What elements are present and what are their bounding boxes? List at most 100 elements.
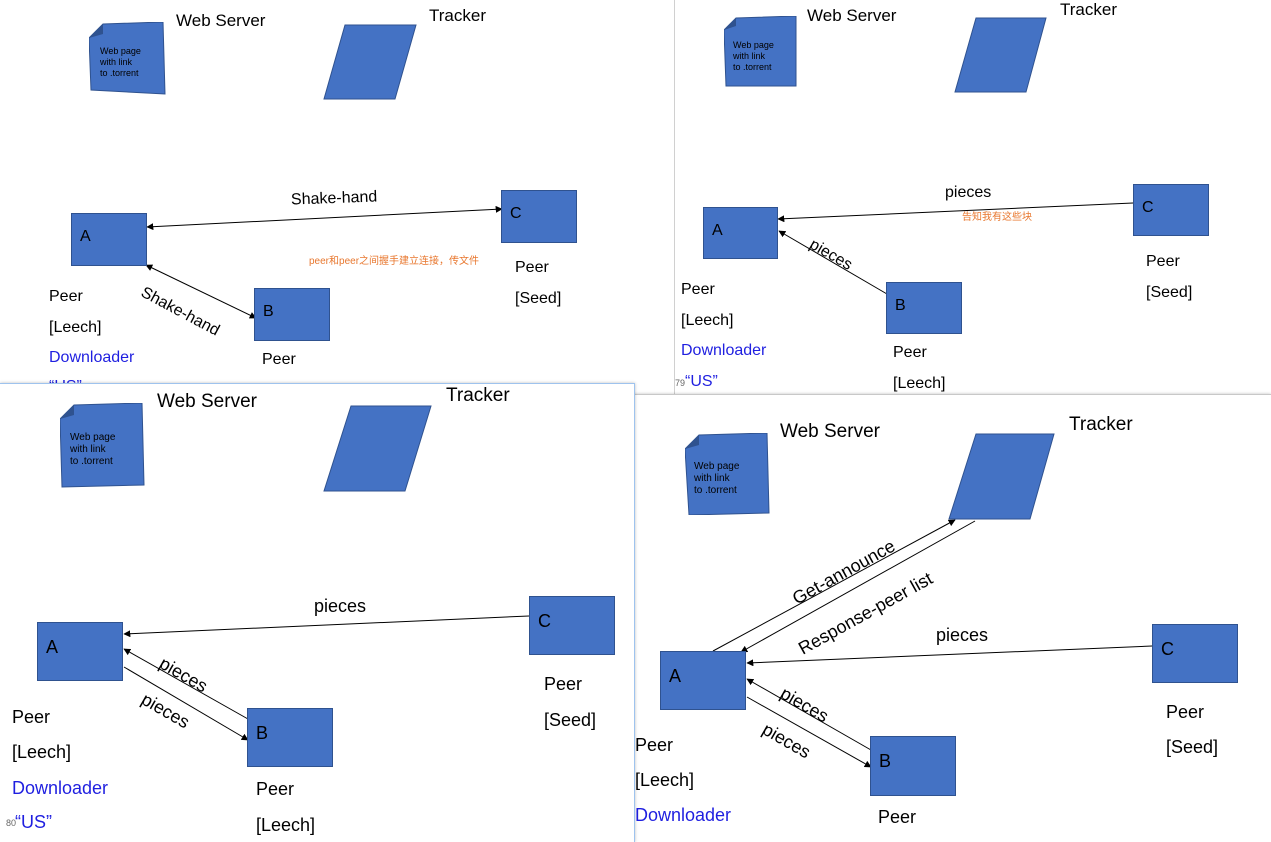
peer-a-label: A xyxy=(669,666,682,686)
web-server-label: Web Server xyxy=(157,391,257,412)
peer-a-us: “US” xyxy=(15,812,52,832)
web-page-document-icon xyxy=(685,433,770,515)
arrow-c-a xyxy=(123,615,530,638)
arrow-c-a-label: pieces xyxy=(936,625,989,645)
peer-c-label: C xyxy=(1142,199,1154,216)
peer-c-label: C xyxy=(538,611,551,631)
peer-b-type: Peer xyxy=(256,779,295,799)
arrow-a-b xyxy=(123,666,249,741)
peer-b-box: B xyxy=(254,288,330,341)
arrow-a-b xyxy=(746,696,872,768)
arrows-layer xyxy=(123,615,530,741)
peer-a-downloader: Downloader xyxy=(681,342,767,359)
peer-a-type: Peer xyxy=(49,288,83,305)
web-page-document-icon xyxy=(60,403,145,488)
peer-b-type: Peer xyxy=(262,351,296,368)
web-server-label: Web Server xyxy=(176,11,266,30)
peer-a-label: A xyxy=(80,228,91,245)
peer-b-label: B xyxy=(256,723,269,743)
peer-a-type: Peer xyxy=(635,735,674,755)
peer-c-type: Peer xyxy=(1166,702,1205,722)
peer-c-box: C xyxy=(529,596,615,655)
slide-number: 80 xyxy=(6,818,17,828)
arrows-layer xyxy=(777,202,1134,295)
slide-number: 79 xyxy=(675,378,686,388)
tracker-parallelogram xyxy=(954,17,1047,93)
arrow-a-b xyxy=(145,264,257,319)
slide-pieces-announce: Web page with link to .torrent Web Serve… xyxy=(674,0,1271,396)
peer-a-role: [Leech] xyxy=(49,319,102,336)
peer-a-role: [Leech] xyxy=(635,770,695,790)
peer-b-box: B xyxy=(247,708,333,767)
arrow-c-a-label: pieces xyxy=(945,184,992,201)
peer-b-type: Peer xyxy=(893,344,927,361)
web-page-document-icon xyxy=(724,16,797,87)
peer-c-type: Peer xyxy=(544,674,583,694)
arrow-b-a xyxy=(123,648,249,720)
peer-a-role: [Leech] xyxy=(681,312,734,329)
peer-b-type: Peer xyxy=(878,807,917,827)
web-server-label: Web Server xyxy=(807,6,897,25)
slide-tracker-announce: Web page with link to .torrent Web Serve… xyxy=(634,394,1271,842)
peer-c-type: Peer xyxy=(1146,253,1180,270)
arrows-layer xyxy=(145,205,503,319)
peer-a-downloader: Downloader xyxy=(635,805,732,825)
arrow-a-c xyxy=(146,205,503,231)
peer-a-box: A xyxy=(71,213,147,266)
peer-c-label: C xyxy=(510,205,522,222)
peer-a-box: A xyxy=(703,207,778,259)
arrow-c-a xyxy=(777,202,1134,223)
peer-a-type: Peer xyxy=(12,707,51,727)
peer-a-role: [Leech] xyxy=(12,742,72,762)
tracker-parallelogram xyxy=(323,24,417,100)
peer-a-downloader: Downloader xyxy=(49,349,135,366)
web-page-document-icon xyxy=(89,22,166,95)
peer-c-role: [Seed] xyxy=(1166,737,1219,757)
peer-c-box: C xyxy=(1133,184,1209,236)
tracker-label: Tracker xyxy=(1069,414,1133,435)
peer-b-label: B xyxy=(263,303,274,320)
arrow-b-a xyxy=(778,230,888,295)
arrow-c-a-label: pieces xyxy=(314,596,367,616)
peer-c-role: [Seed] xyxy=(515,290,562,307)
peer-a-us: “US” xyxy=(685,373,718,390)
peer-b-label: B xyxy=(895,297,906,314)
peer-b-role: [Leech] xyxy=(893,375,946,392)
arrow-b-a xyxy=(746,678,872,751)
peer-c-role: [Seed] xyxy=(1146,284,1193,301)
peer-c-box: C xyxy=(1152,624,1238,683)
peer-a-label: A xyxy=(712,222,723,239)
peer-b-role: [Leech] xyxy=(256,815,316,835)
peer-c-type: Peer xyxy=(515,259,549,276)
web-page-doc-text: Web page with link to .torrent xyxy=(733,40,774,72)
tracker-parallelogram xyxy=(948,433,1055,520)
tracker-parallelogram xyxy=(323,405,432,492)
arrow-c-a xyxy=(746,645,1153,667)
web-page-doc-text: Web page with link to .torrent xyxy=(100,46,141,78)
web-page-doc-text: Web page with link to .torrent xyxy=(70,432,116,467)
tracker-label: Tracker xyxy=(446,385,510,406)
peer-a-box: A xyxy=(660,651,746,710)
slide-shake-hand: Web page with link to .torrent Web Serve… xyxy=(0,0,676,400)
arrow-a-tracker xyxy=(712,519,956,652)
tracker-label: Tracker xyxy=(1060,0,1117,19)
tracker-label: Tracker xyxy=(429,6,486,25)
peer-a-label: A xyxy=(46,637,59,657)
pieces-note: 告知我有这些块 xyxy=(962,212,1032,223)
slide-pieces-exchange: Web page with link to .torrent Web Serve… xyxy=(0,383,635,842)
peer-a-type: Peer xyxy=(681,281,715,298)
peer-b-label: B xyxy=(879,751,892,771)
handshake-note: peer和peer之间握手建立连接，传文件 xyxy=(309,256,480,267)
arrow-a-c-label: Shake-hand xyxy=(290,188,378,209)
peer-a-box: A xyxy=(37,622,123,681)
web-server-label: Web Server xyxy=(780,421,880,442)
peer-a-downloader: Downloader xyxy=(12,778,109,798)
peer-b-box: B xyxy=(886,282,962,334)
web-page-doc-text: Web page with link to .torrent xyxy=(694,461,740,496)
peer-c-label: C xyxy=(1161,639,1174,659)
arrows-layer xyxy=(712,519,1153,768)
peer-b-box: B xyxy=(870,736,956,796)
peer-c-role: [Seed] xyxy=(544,710,597,730)
peer-c-box: C xyxy=(501,190,577,243)
arrow-tracker-a xyxy=(740,520,976,653)
